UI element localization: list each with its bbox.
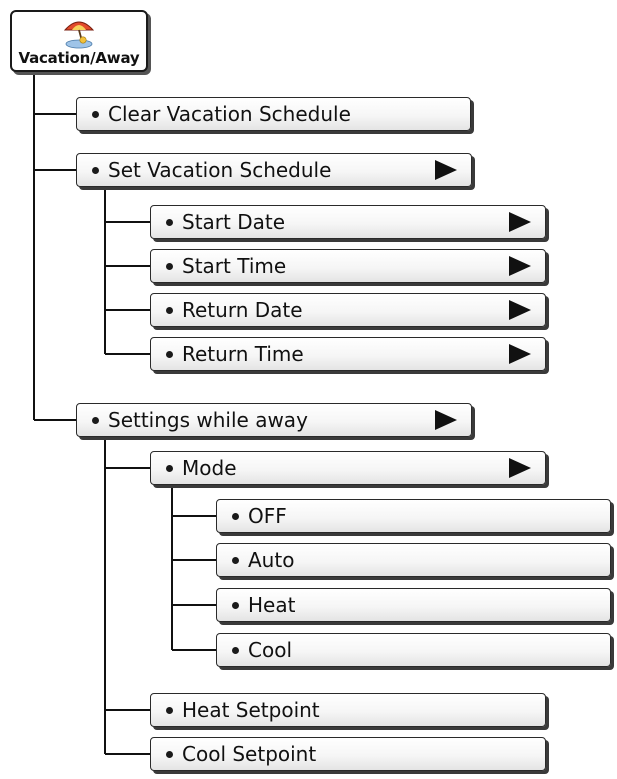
item-label: Settings while away — [108, 408, 308, 432]
play-arrow-icon — [435, 160, 457, 180]
play-arrow-icon — [509, 300, 531, 320]
bullet-icon — [166, 306, 173, 314]
clear-vacation-schedule-item[interactable]: Clear Vacation Schedule — [76, 97, 471, 131]
bullet-icon — [232, 646, 239, 654]
bullet-icon — [232, 556, 239, 564]
beach-umbrella-icon — [63, 21, 95, 49]
bullet-icon — [166, 218, 173, 226]
bullet-icon — [92, 166, 99, 174]
return-date-item[interactable]: Return Date — [150, 293, 546, 327]
bullet-icon — [232, 601, 239, 609]
root-label: Vacation/Away — [18, 49, 140, 67]
bullet-icon — [166, 262, 173, 270]
item-label: Clear Vacation Schedule — [108, 102, 351, 126]
cool-setpoint-item[interactable]: Cool Setpoint — [150, 737, 546, 771]
bullet-icon — [166, 706, 173, 714]
item-label: Mode — [182, 456, 237, 480]
start-date-item[interactable]: Start Date — [150, 205, 546, 239]
item-label: Start Date — [182, 210, 286, 234]
play-arrow-icon — [509, 458, 531, 478]
set-vacation-schedule-item[interactable]: Set Vacation Schedule — [76, 153, 472, 187]
item-label: Start Time — [182, 254, 287, 278]
play-arrow-icon — [509, 212, 531, 232]
play-arrow-icon — [509, 256, 531, 276]
settings-while-away-item[interactable]: Settings while away — [76, 403, 472, 437]
bullet-icon — [232, 512, 239, 520]
bullet-icon — [166, 464, 173, 472]
mode-option-off[interactable]: OFF — [216, 499, 611, 533]
item-label: Heat Setpoint — [182, 698, 320, 722]
vacation-away-root-node[interactable]: Vacation/Away — [10, 10, 148, 72]
play-arrow-icon — [435, 410, 457, 430]
item-label: Cool Setpoint — [182, 742, 317, 766]
play-arrow-icon — [509, 344, 531, 364]
item-label: Cool — [248, 638, 292, 662]
item-label: Return Date — [182, 298, 303, 322]
mode-option-auto[interactable]: Auto — [216, 543, 611, 577]
item-label: Auto — [248, 548, 295, 572]
mode-option-cool[interactable]: Cool — [216, 633, 611, 667]
bullet-icon — [92, 416, 99, 424]
item-label: Set Vacation Schedule — [108, 158, 332, 182]
heat-setpoint-item[interactable]: Heat Setpoint — [150, 693, 546, 727]
bullet-icon — [166, 750, 173, 758]
item-label: OFF — [248, 504, 287, 528]
bullet-icon — [92, 110, 99, 118]
return-time-item[interactable]: Return Time — [150, 337, 546, 371]
item-label: Return Time — [182, 342, 304, 366]
mode-item[interactable]: Mode — [150, 451, 546, 485]
mode-option-heat[interactable]: Heat — [216, 588, 611, 622]
bullet-icon — [166, 350, 173, 358]
item-label: Heat — [248, 593, 296, 617]
start-time-item[interactable]: Start Time — [150, 249, 546, 283]
